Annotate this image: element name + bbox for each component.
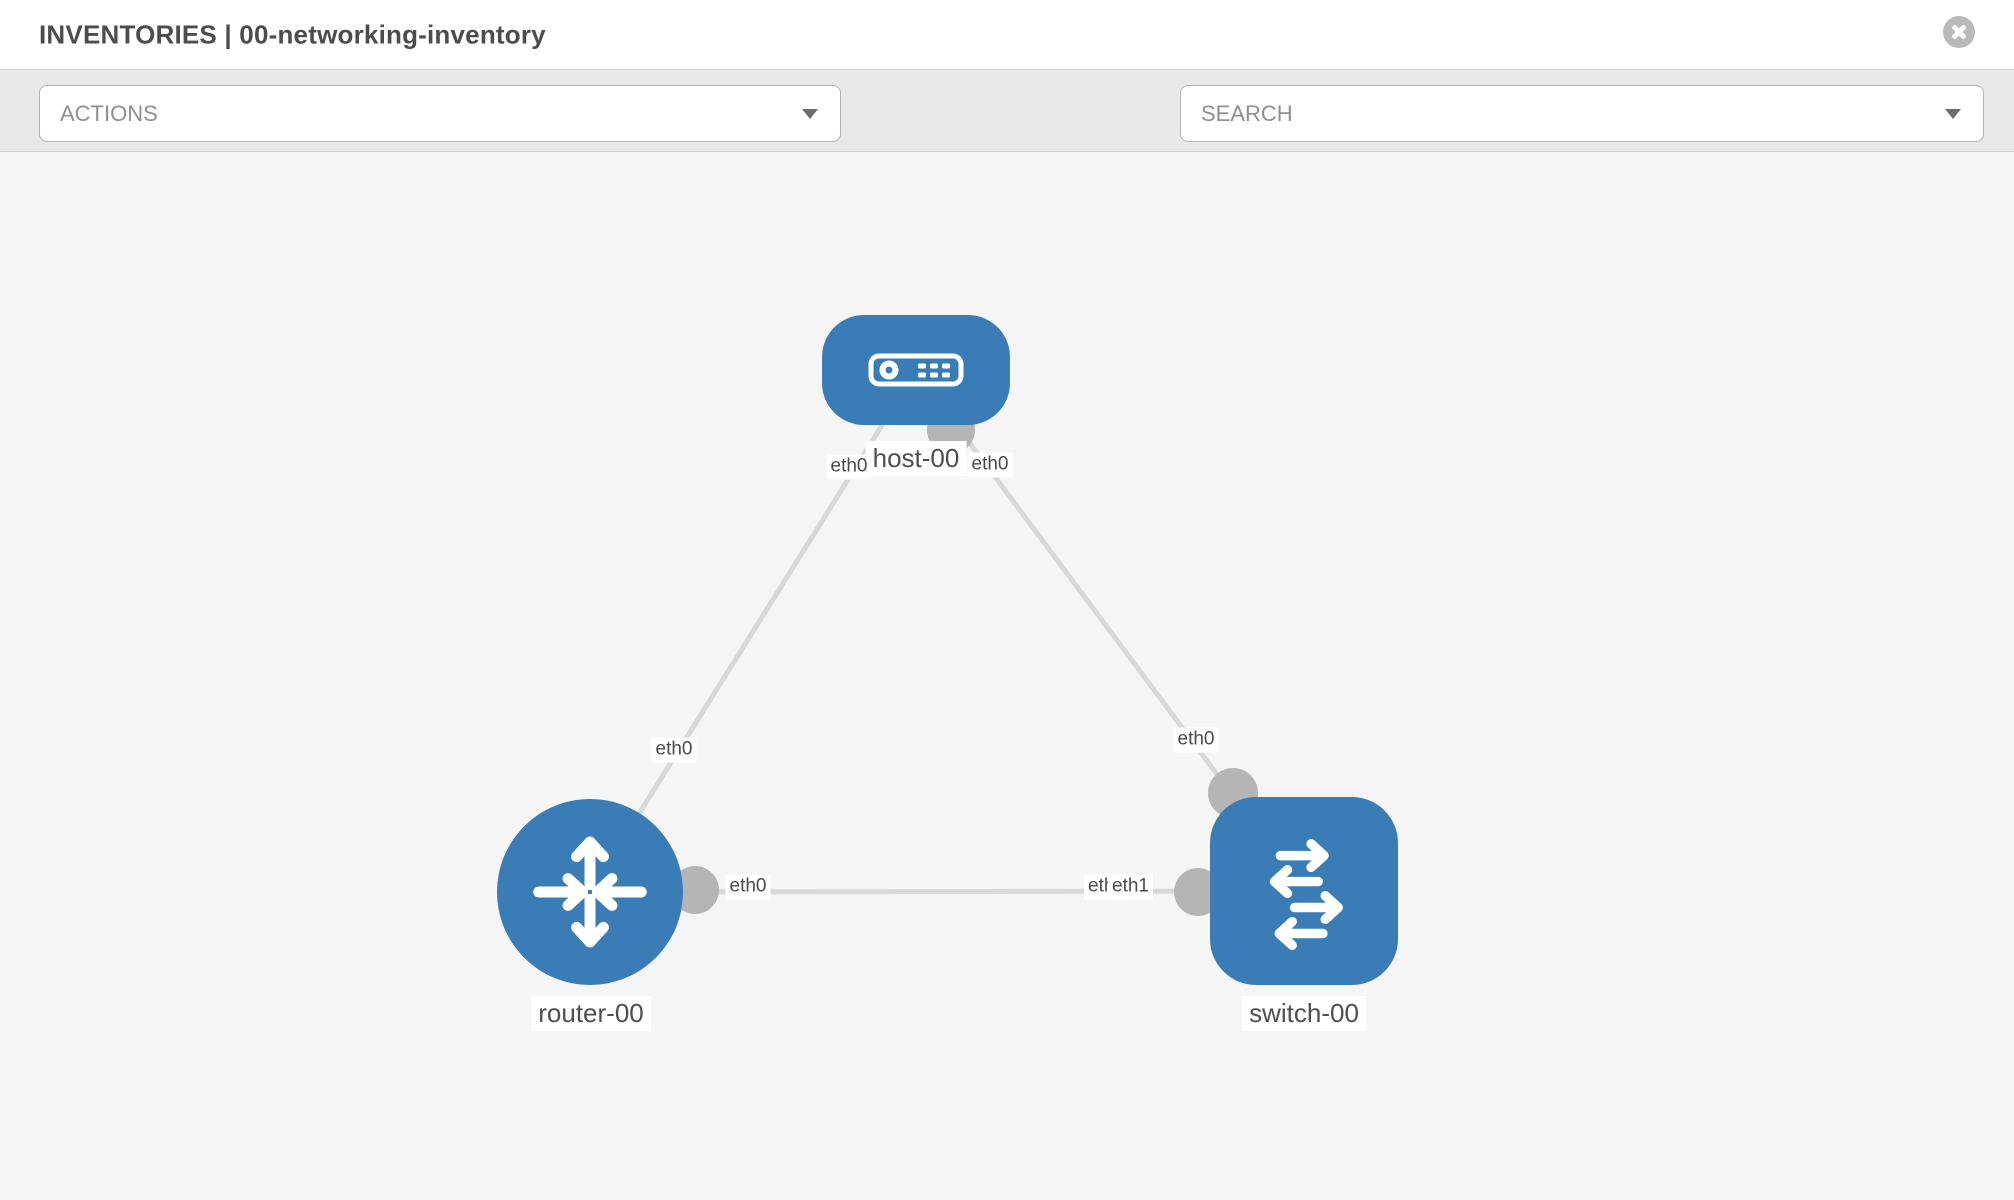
iface-label-switch-to-host: eth0 [1173, 727, 1219, 753]
page-title: INVENTORIES | 00-networking-inventory [39, 19, 546, 49]
router-icon [533, 836, 647, 948]
host-icon [868, 353, 964, 387]
node-label-router: router-00 [531, 996, 651, 1031]
chevron-down-icon [802, 108, 818, 119]
iface-label-router-to-switch: eth0 [725, 874, 771, 900]
iface-label-host-to-switch: eth0 [967, 452, 1013, 478]
iface-label-router-to-host: eth0 [651, 737, 697, 763]
node-host-00[interactable] [822, 315, 1010, 425]
actions-dropdown-label: ACTIONS [60, 100, 158, 126]
node-label-host: host-00 [865, 441, 967, 476]
node-label-switch: switch-00 [1242, 996, 1366, 1031]
node-switch-00[interactable] [1210, 797, 1398, 985]
search-dropdown-label: SEARCH [1201, 100, 1293, 126]
header-bar: INVENTORIES | 00-networking-inventory [0, 0, 2014, 70]
search-dropdown[interactable]: SEARCH [1180, 85, 1984, 142]
topology-links-layer [587, 369, 1307, 916]
actions-dropdown[interactable]: ACTIONS [39, 85, 841, 142]
iface-label-switch-to-router: eth1 [1108, 874, 1153, 900]
toolbar: ACTIONS SEARCH [0, 70, 2014, 202]
chevron-down-icon [1945, 108, 1961, 119]
topology-canvas[interactable]: host-00 router-00 switch-00 eth0 eth0 et… [0, 152, 2014, 1200]
switch-icon [1269, 839, 1343, 950]
node-router-00[interactable] [497, 799, 683, 985]
close-button[interactable] [1943, 16, 1975, 48]
iface-label-host-to-router: eth0 [826, 454, 872, 480]
interface-dot-router [671, 866, 719, 914]
